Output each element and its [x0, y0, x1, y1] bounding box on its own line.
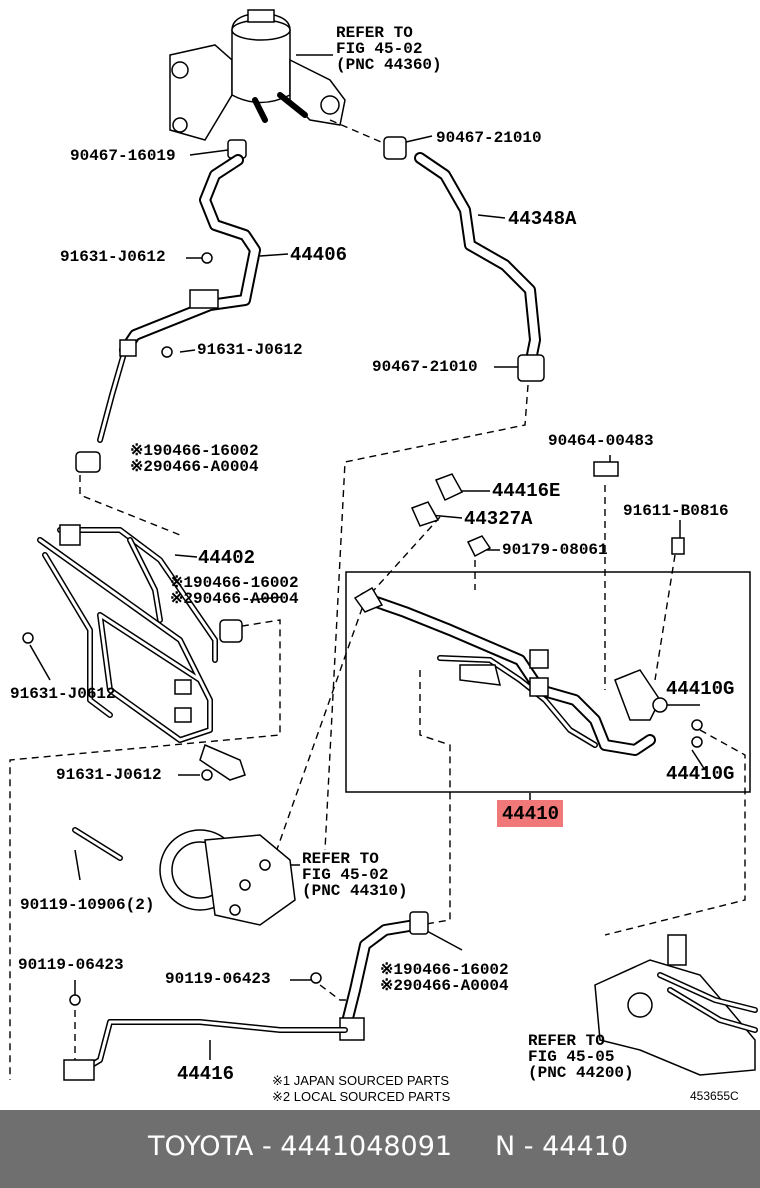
clamp-line-1: ※190466-16002 — [130, 442, 259, 460]
part-91631-j0612-d[interactable]: 91631-J0612 — [56, 766, 162, 784]
refer-line: FIG 45-02 — [302, 866, 389, 884]
refer-line: (PNC 44310) — [302, 882, 408, 900]
footer-bar: TOYOTA - 4441048091 N - 44410 — [0, 1110, 760, 1188]
clamp-line-1: ※190466-16002 — [380, 961, 509, 979]
clamp-icon — [410, 501, 440, 527]
steering-gear-icon — [594, 934, 758, 1076]
note-local: ※2 LOCAL SOURCED PARTS — [272, 1089, 451, 1104]
bolt-icon — [671, 537, 685, 555]
clamp-icon — [409, 911, 429, 935]
part-90467-21010-top[interactable]: 90467-21010 — [436, 129, 542, 147]
clamp-line-2: ※290466-A0004 — [170, 590, 299, 608]
clamp-line-2: ※290466-A0004 — [130, 458, 259, 476]
clamp-line-1: ※190466-16002 — [170, 574, 299, 592]
bolt-icon — [161, 346, 173, 358]
footer-text: TOYOTA - 4441048091 N - 44410 — [148, 1131, 629, 1162]
clamp-icon — [75, 451, 101, 473]
part-90179-08061[interactable]: 90179-08061 — [502, 541, 608, 559]
part-90119-10906[interactable]: 90119-10906(2) — [20, 896, 155, 914]
part-44406[interactable]: 44406 — [290, 244, 348, 266]
bolt-icon — [310, 972, 322, 984]
nut-icon — [466, 535, 492, 558]
refer-line: FIG 45-02 — [336, 40, 423, 58]
refer-line: (PNC 44200) — [528, 1064, 634, 1082]
part-91631-j0612-c[interactable]: 91631-J0612 — [10, 685, 116, 703]
bolt-icon — [201, 252, 213, 264]
refer-fig-45-05[interactable]: REFER TO FIG 45-05 (PNC 44200) — [528, 1033, 634, 1081]
highlight-44410 — [497, 800, 563, 827]
cooler-icon — [22, 524, 246, 781]
part-44327a[interactable]: 44327A — [464, 508, 533, 530]
parts-diagram: REFER TO FIG 45-02 (PNC 44360) 90467-160… — [9, 9, 758, 1105]
refer-line: (PNC 44360) — [336, 56, 442, 74]
refer-line: REFER TO — [528, 1032, 605, 1050]
part-44416[interactable]: 44416 — [177, 1063, 235, 1085]
union-icon — [434, 473, 464, 502]
refer-line: FIG 45-05 — [528, 1048, 615, 1066]
refer-fig-45-02-pump[interactable]: REFER TO FIG 45-02 (PNC 44310) — [302, 851, 408, 899]
part-90467-16019[interactable]: 90467-16019 — [70, 147, 176, 165]
clamp-icon — [517, 354, 545, 382]
refer-fig-45-02-top[interactable]: REFER TO FIG 45-02 (PNC 44360) — [336, 25, 442, 73]
assembly-box — [345, 571, 751, 793]
refer-line: REFER TO — [336, 24, 413, 42]
note-japan: ※1 JAPAN SOURCED PARTS — [272, 1073, 450, 1088]
part-90467-21010-mid[interactable]: 90467-21010 — [372, 358, 478, 376]
clamp-icon — [63, 1059, 95, 1081]
part-44410g-a[interactable]: 44410G — [666, 678, 735, 700]
part-90119-06423-a[interactable]: 90119-06423 — [18, 956, 124, 974]
part-44348a[interactable]: 44348A — [508, 208, 577, 230]
part-91631-j0612-b[interactable]: 91631-J0612 — [197, 341, 303, 359]
diagram-drawing — [9, 9, 758, 1081]
bolt-icon — [69, 994, 81, 1006]
part-clamp-a[interactable]: ※190466-16002 ※290466-A0004 — [130, 443, 259, 475]
part-44402[interactable]: 44402 — [198, 547, 256, 569]
part-91611-b0816[interactable]: 91611-B0816 — [623, 502, 729, 520]
refer-line: REFER TO — [302, 850, 379, 868]
part-90464-00483[interactable]: 90464-00483 — [548, 432, 654, 450]
part-clamp-c[interactable]: ※190466-16002 ※290466-A0004 — [380, 962, 509, 994]
notes: ※1 JAPAN SOURCED PARTS ※2 LOCAL SOURCED … — [272, 1073, 450, 1105]
clamp-icon — [383, 136, 407, 160]
pump-icon — [72, 827, 296, 926]
part-90119-06423-b[interactable]: 90119-06423 — [165, 970, 271, 988]
clamp-icon — [593, 461, 619, 477]
part-44410[interactable]: 44410 — [502, 803, 560, 825]
bracket-icon — [189, 289, 219, 309]
reservoir-icon — [169, 9, 346, 141]
clamp-line-2: ※290466-A0004 — [380, 977, 509, 995]
part-44416e[interactable]: 44416E — [492, 480, 561, 502]
part-91631-j0612-a[interactable]: 91631-J0612 — [60, 248, 166, 266]
drawing-code: 453655C — [690, 1089, 739, 1103]
clamp-icon — [119, 339, 137, 357]
part-44410g-b[interactable]: 44410G — [666, 763, 735, 785]
part-clamp-b[interactable]: ※190466-16002 ※290466-A0004 — [170, 575, 299, 607]
